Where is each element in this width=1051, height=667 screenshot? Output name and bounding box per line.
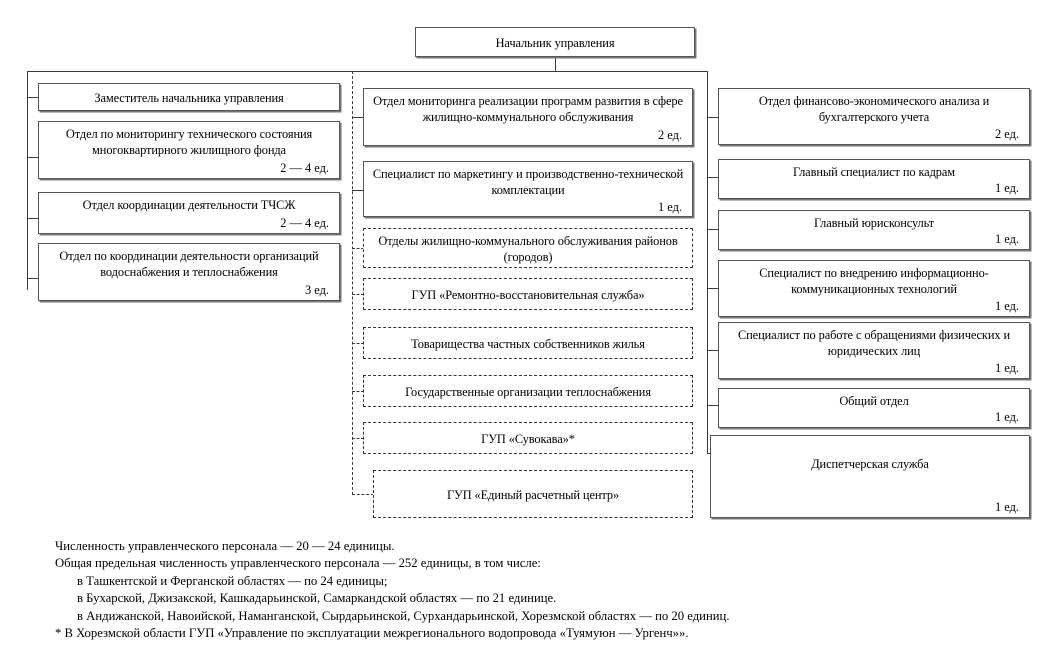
node-title: Отдел координации деятельности ТЧСЖ (82, 198, 296, 212)
node-right-1[interactable]: Отдел финансово-экономического анализа и… (718, 88, 1030, 145)
node-title: Специалист по работе с обращениями физич… (737, 328, 1011, 359)
node-units: 2 — 4 ед. (280, 160, 329, 175)
node-units: 1 ед. (994, 298, 1019, 313)
node-title: Товарищества частных собственников жилья (411, 336, 645, 351)
node-right-3[interactable]: Главный юрисконсульт 1 ед. (718, 210, 1030, 250)
node-middle-3[interactable]: Отделы жилищно-коммунального обслуживани… (363, 228, 693, 268)
footnote-line-3: в Ташкентской и Ферганской областях — по… (77, 573, 388, 588)
node-units: 1 ед. (994, 499, 1019, 514)
node-title: Отдел по координации деятельности органи… (59, 249, 319, 280)
node-middle-5[interactable]: Товарищества частных собственников жилья (363, 327, 693, 359)
node-left-3[interactable]: Отдел координации деятельности ТЧСЖ 2 — … (38, 192, 340, 234)
connector-left-stub-1 (27, 97, 39, 98)
connector-right-stub-2 (707, 177, 719, 178)
node-title: ГУП «Единый расчетный центр» (446, 487, 620, 502)
connector-right-stub-3 (707, 229, 719, 230)
connector-left-stub-4 (27, 278, 39, 279)
node-title: Отдел по мониторингу технического состоя… (65, 127, 313, 158)
node-title: Начальник управления (495, 35, 615, 50)
footnotes: Численность управленческого персонала — … (0, 538, 1051, 642)
node-left-4[interactable]: Отдел по координации деятельности органи… (38, 243, 340, 301)
connector-right-stub-4 (707, 288, 719, 289)
node-right-6[interactable]: Общий отдел 1 ед. (718, 388, 1030, 428)
node-units: 1 ед. (994, 410, 1019, 425)
node-middle-7[interactable]: ГУП «Сувокава»* (363, 422, 693, 454)
node-title: Специалист по маркетингу и производствен… (372, 167, 684, 198)
node-units: 2 — 4 ед. (280, 215, 329, 230)
node-units: 3 ед. (304, 282, 329, 297)
node-left-2[interactable]: Отдел по мониторингу технического состоя… (38, 121, 340, 179)
node-units: 2 ед. (657, 127, 682, 142)
connector-middle-spine (352, 71, 353, 495)
connector-middle-stub-5 (352, 343, 364, 344)
node-title: Отдел финансово-экономического анализа и… (758, 94, 990, 125)
connector-middle-stub-6 (352, 391, 364, 392)
connector-middle-stub-8 (352, 494, 374, 495)
node-right-2[interactable]: Главный специалист по кадрам 1 ед. (718, 159, 1030, 199)
node-units: 1 ед. (994, 181, 1019, 196)
connector-middle-stub-2 (352, 190, 364, 191)
connector-main-bus (27, 71, 708, 72)
footnote-line-2: Общая предельная численность управленчес… (55, 556, 541, 571)
node-title: Отдел мониторинга реализации программ ра… (373, 94, 683, 125)
node-middle-8[interactable]: ГУП «Единый расчетный центр» (373, 470, 693, 518)
node-middle-1[interactable]: Отдел мониторинга реализации программ ра… (363, 88, 693, 146)
connector-left-spine (27, 71, 28, 290)
connector-right-spine (707, 71, 708, 454)
node-title: Диспетчерская служба (811, 457, 929, 471)
connector-left-stub-2 (27, 157, 39, 158)
node-title: Общий отдел (839, 394, 909, 408)
node-right-4[interactable]: Специалист по внедрению информационно-ко… (718, 260, 1030, 317)
connector-left-stub-3 (27, 218, 39, 219)
node-middle-4[interactable]: ГУП «Ремонтно-восстановительная служба» (363, 278, 693, 310)
node-right-7[interactable]: Диспетчерская служба 1 ед. (710, 435, 1030, 518)
node-title: Государственные организации теплоснабжен… (405, 384, 651, 399)
node-title: Отделы жилищно-коммунального обслуживани… (378, 233, 678, 264)
node-title: Заместитель начальника управления (94, 90, 284, 105)
org-chart: Начальник управления Заместитель начальн… (27, 27, 1030, 518)
node-right-5[interactable]: Специалист по работе с обращениями физич… (718, 322, 1030, 379)
connector-right-stub-5 (707, 350, 719, 351)
footnote-line-5: в Андижанской, Навоийской, Наманганской,… (77, 608, 730, 623)
footnote-line-1: Численность управленческого персонала — … (55, 539, 395, 553)
connector-right-stub-1 (707, 117, 719, 118)
node-units: 1 ед. (994, 232, 1019, 247)
connector-middle-stub-4 (352, 294, 364, 295)
footnote-line-4: в Бухарской, Джизакской, Кашкадарьинской… (77, 591, 557, 606)
node-units: 1 ед. (657, 199, 682, 214)
node-title: Специалист по внедрению информационно-ко… (759, 266, 989, 297)
node-title: ГУП «Сувокава»* (481, 431, 575, 446)
node-title: Главный юрисконсульт (813, 216, 934, 230)
node-middle-2[interactable]: Специалист по маркетингу и производствен… (363, 161, 693, 217)
connector-middle-stub-3 (352, 248, 364, 249)
node-units: 2 ед. (994, 126, 1019, 141)
node-title: Главный специалист по кадрам (792, 165, 956, 179)
node-title: ГУП «Ремонтно-восстановительная служба» (411, 287, 645, 302)
node-middle-6[interactable]: Государственные организации теплоснабжен… (363, 375, 693, 407)
node-root-nachalnik-upravleniya[interactable]: Начальник управления (415, 27, 695, 57)
connector-right-stub-6 (707, 405, 719, 406)
node-units: 1 ед. (994, 360, 1019, 375)
connector-root-stem (555, 57, 556, 71)
footnote-line-6: * В Хорезмской области ГУП «Управление п… (55, 626, 689, 641)
connector-middle-stub-1 (352, 117, 364, 118)
node-left-1[interactable]: Заместитель начальника управления (38, 83, 340, 111)
connector-middle-stub-7 (352, 438, 364, 439)
